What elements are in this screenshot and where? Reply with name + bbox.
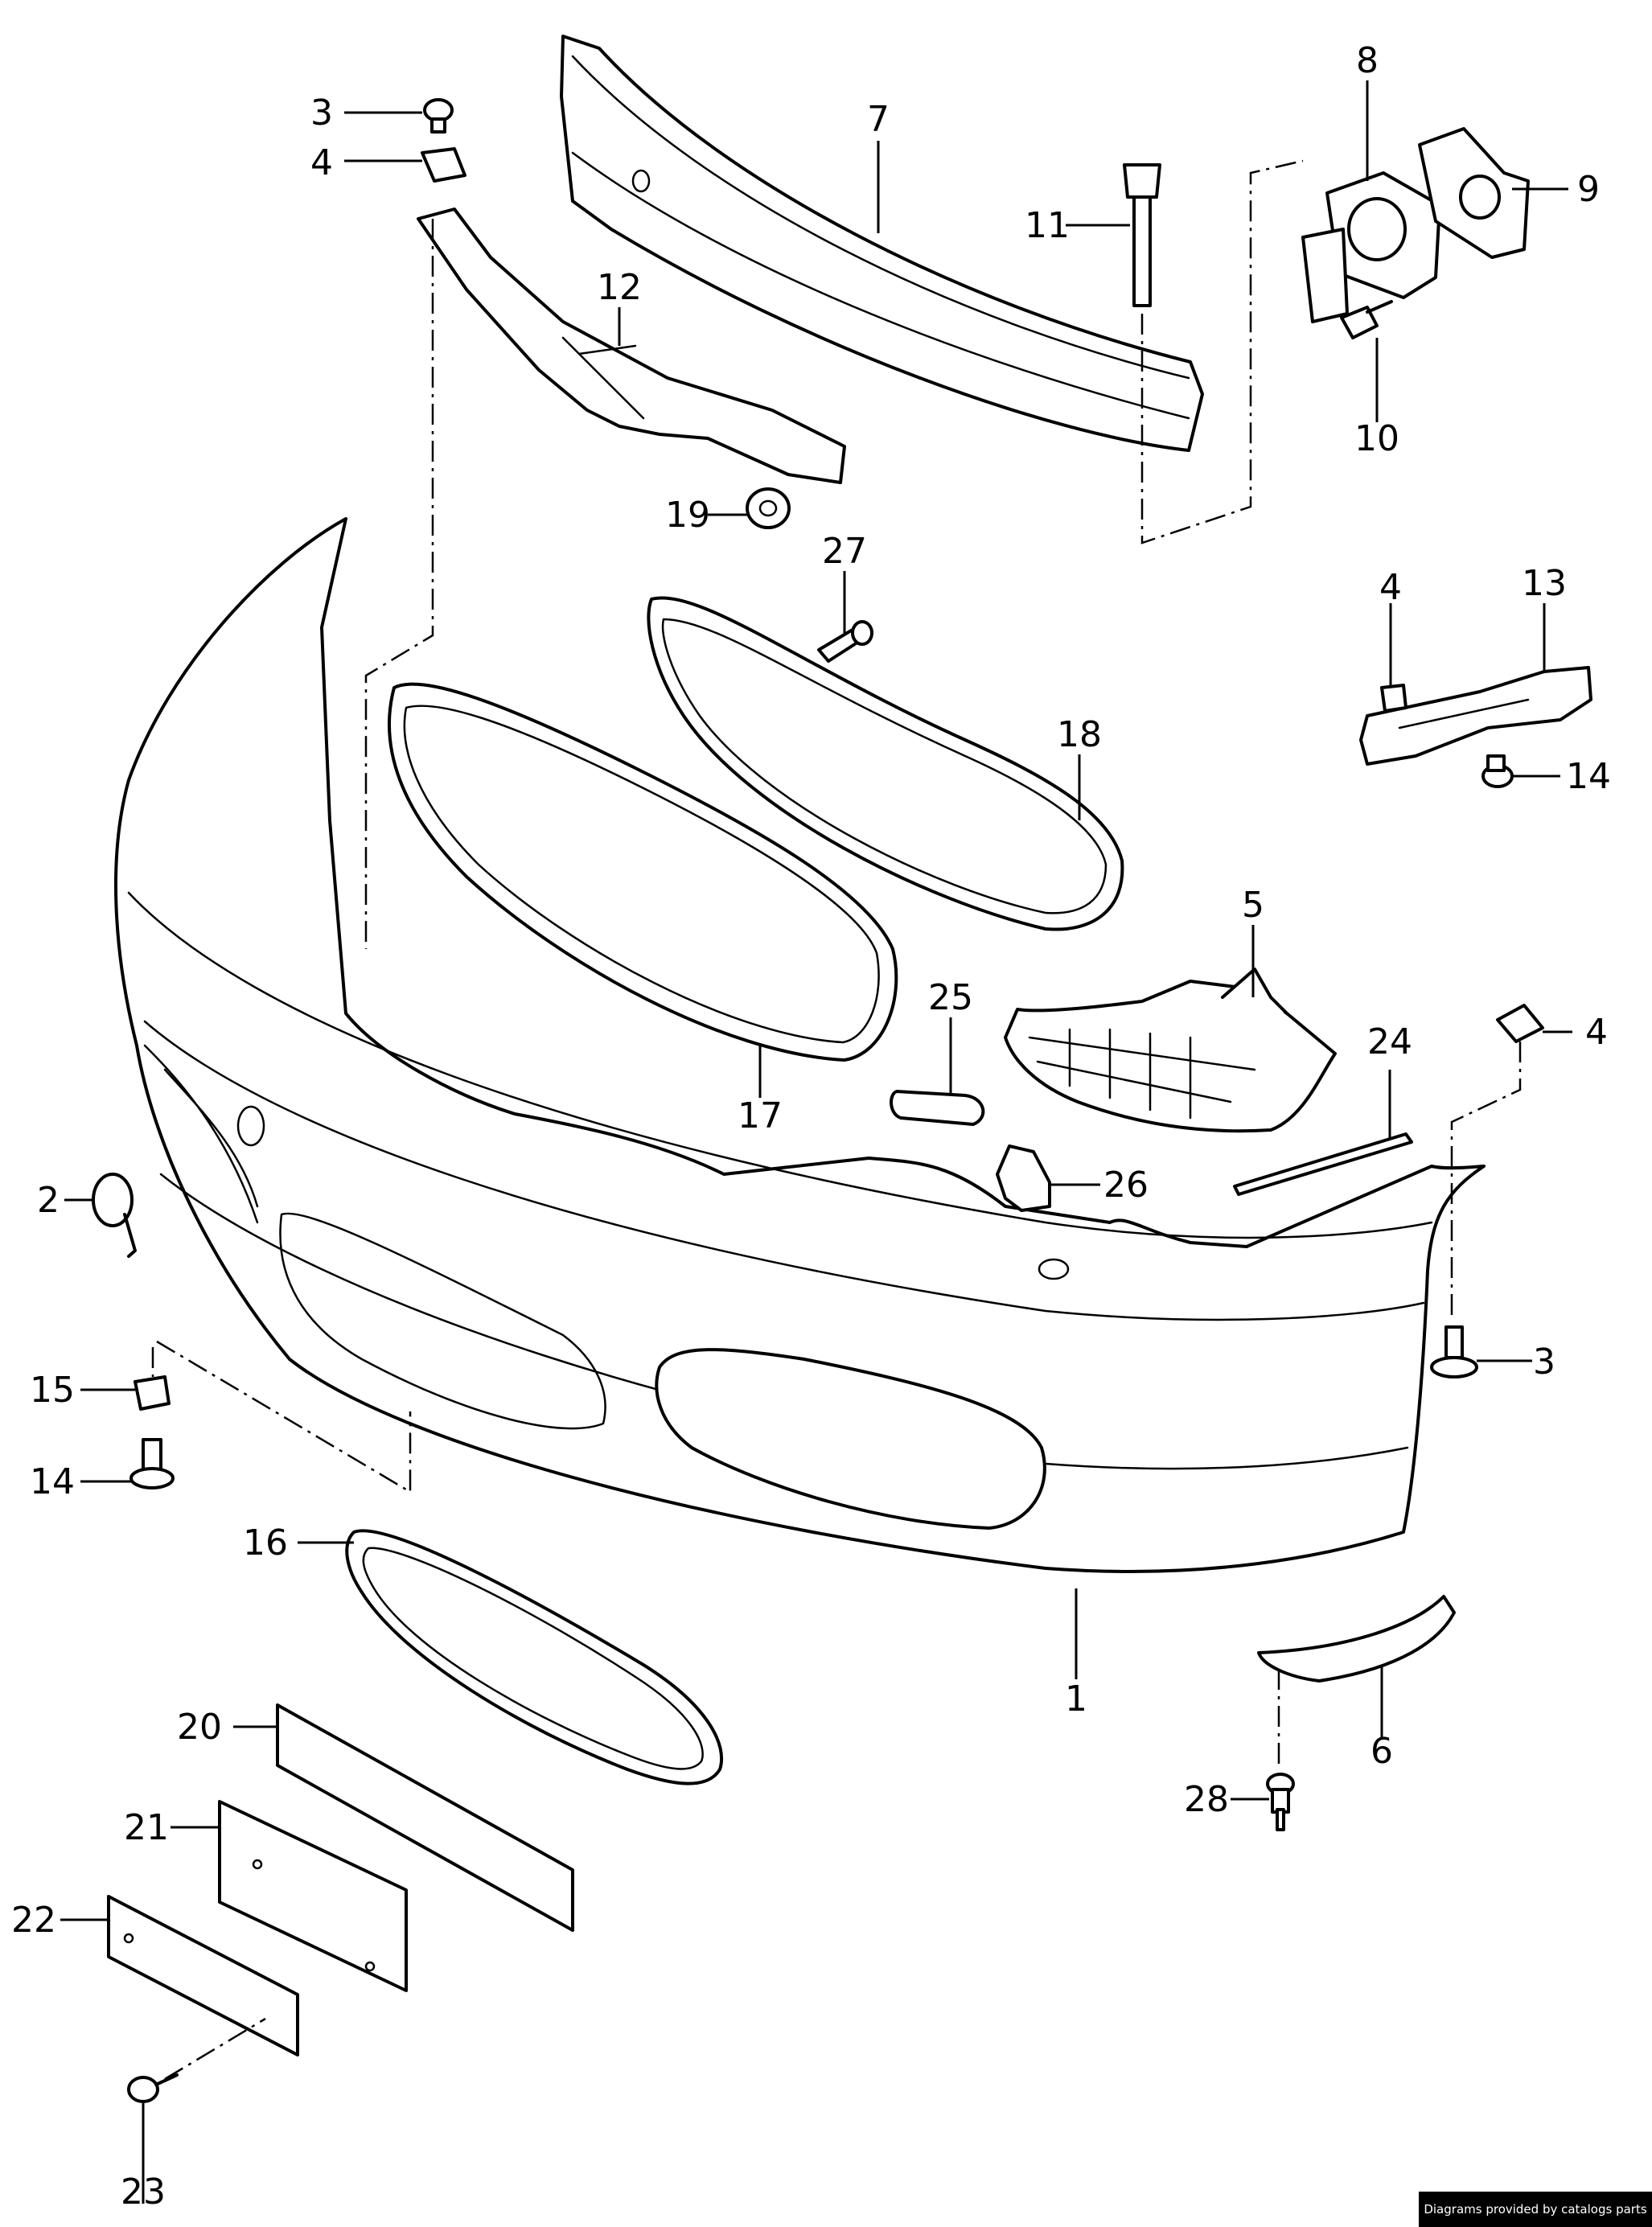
part-14-screw-right (1481, 754, 1514, 788)
part-14-screw-left (129, 1438, 175, 1489)
part-4-clip-right-upper (1380, 684, 1407, 713)
part-8-deformation-element (1301, 171, 1441, 323)
callout-9: 9 (1577, 169, 1600, 210)
part-17-grille-frame (388, 682, 898, 1062)
callout-16: 16 (243, 1522, 288, 1563)
callout-7: 7 (867, 99, 890, 140)
callout-20: 20 (177, 1707, 222, 1748)
callout-8: 8 (1356, 40, 1379, 81)
part-6-spoiler (1257, 1595, 1456, 1683)
callout-4-upper-right: 4 (1379, 567, 1402, 608)
part-9-gasket (1418, 127, 1530, 259)
part-28-rivet (1266, 1773, 1295, 1831)
part-4-clip-top (421, 147, 466, 183)
callout-3-right: 3 (1533, 1342, 1555, 1383)
part-23-screw (127, 2073, 179, 2103)
callout-19: 19 (665, 495, 710, 536)
assembly-lines (151, 159, 1522, 2081)
part-11-bolt (1123, 163, 1161, 307)
callout-10: 10 (1354, 418, 1399, 459)
callout-5: 5 (1242, 885, 1264, 926)
part-2-tow-cap (92, 1173, 137, 1258)
part-19-nut (746, 487, 791, 529)
callout-23: 23 (121, 2172, 166, 2213)
part-1-bumper-cover (114, 517, 1486, 1573)
callout-14-right: 14 (1566, 756, 1611, 797)
callout-4-top: 4 (310, 142, 333, 183)
part-20-plate-base (276, 1703, 574, 1932)
callout-22: 22 (11, 1900, 56, 1941)
part-21-plate-holder (218, 1800, 408, 1992)
callout-11: 11 (1025, 205, 1070, 246)
part-18-grille-frame (647, 596, 1124, 931)
callout-15: 15 (30, 1370, 75, 1411)
callout-12: 12 (597, 267, 642, 308)
part-7-bumper-beam (560, 35, 1204, 452)
part-10-screw (1340, 300, 1393, 339)
part-4-clip-right (1496, 1004, 1544, 1043)
part-12-bracket (417, 207, 846, 484)
credit-banner: Diagrams provided by catalogs parts (1419, 2192, 1652, 2227)
callout-17: 17 (738, 1095, 783, 1136)
callout-3-top: 3 (310, 92, 333, 134)
callout-28: 28 (1184, 1779, 1229, 1820)
leader-lines (60, 80, 1572, 2204)
callout-27: 27 (822, 531, 867, 572)
part-22-plate-gasket (107, 1895, 299, 2056)
callout-2: 2 (37, 1180, 60, 1221)
callout-4-right: 4 (1585, 1012, 1608, 1053)
part-15-clip (134, 1375, 171, 1411)
callout-18: 18 (1057, 714, 1102, 755)
part-25-trim (890, 1090, 985, 1126)
part-16-lower-frame (345, 1529, 724, 1785)
callout-21: 21 (124, 1807, 169, 1848)
part-3-screw-top (423, 98, 454, 134)
part-3-screw-right (1430, 1325, 1478, 1379)
callout-25: 25 (928, 977, 973, 1018)
callout-26: 26 (1103, 1165, 1149, 1206)
part-24-strip (1233, 1132, 1413, 1196)
part-26-bracket (996, 1144, 1051, 1212)
callout-1: 1 (1065, 1678, 1087, 1720)
callout-6: 6 (1371, 1731, 1393, 1772)
part-13-bracket (1359, 666, 1592, 766)
part-5-grille (1004, 968, 1337, 1133)
callout-14-left: 14 (30, 1461, 75, 1502)
callout-24: 24 (1367, 1021, 1412, 1062)
callout-13: 13 (1522, 563, 1567, 604)
callout-labels: 1 2 3 3 4 4 4 5 6 7 8 9 10 11 12 13 14 1… (11, 40, 1611, 2213)
